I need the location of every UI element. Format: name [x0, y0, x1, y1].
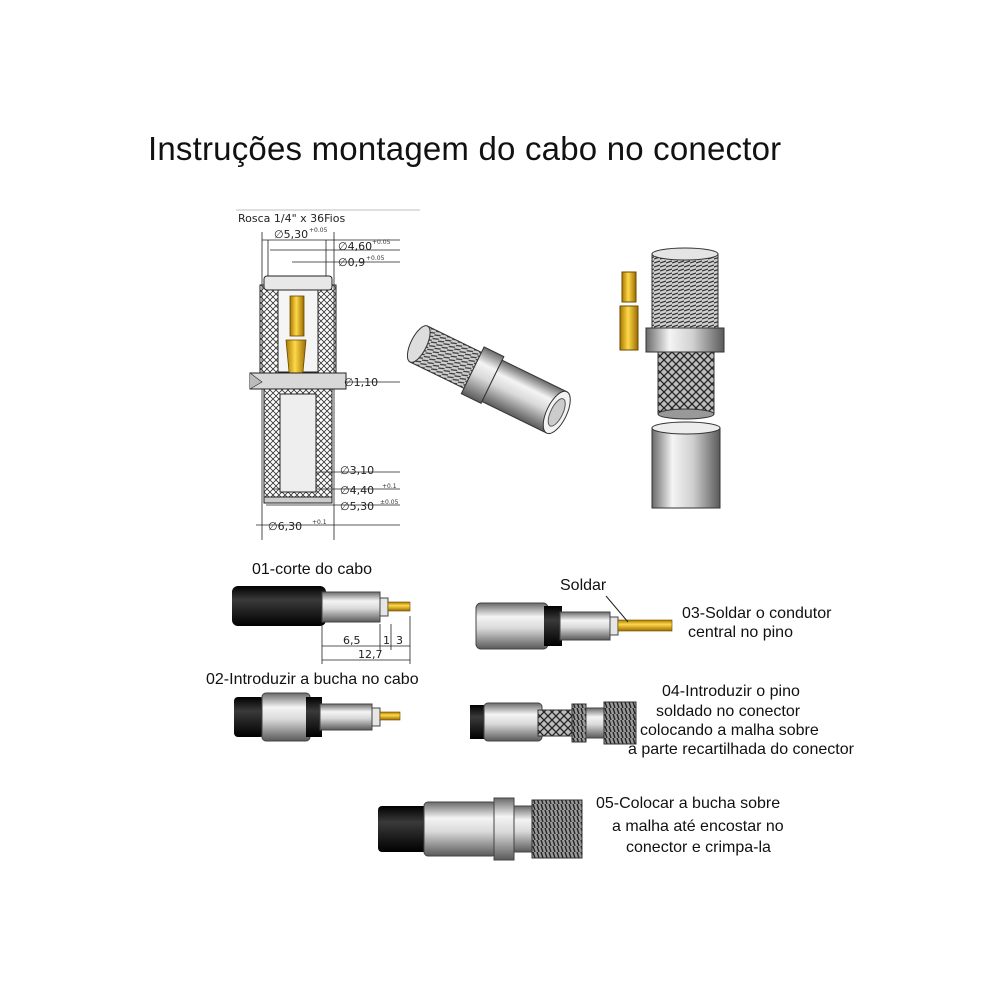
solder-label: Soldar [560, 577, 607, 594]
dim-d530: ∅5,30 [274, 228, 308, 241]
dim-d630-tol: +0.1 [312, 519, 327, 526]
dim-d110: ∅1,10 [344, 376, 378, 389]
step03-line1: 03-Soldar o condutor [682, 605, 832, 622]
step04-line2: soldado no conector [656, 703, 801, 720]
step02-label: 02-Introduzir a bucha no cabo [206, 671, 419, 688]
step03-illustration [475, 595, 673, 650]
step04-line1: 04-Introduzir o pino [662, 683, 800, 700]
step04-line3: colocando a malha sobre [640, 722, 819, 739]
step05-illustration [378, 797, 583, 861]
dim-d09-tol: +0.05 [366, 255, 385, 262]
dim-1: 1 [383, 634, 390, 647]
dim-d530-tol: +0.05 [309, 227, 328, 234]
exploded-view [619, 247, 725, 509]
step03-line2: central no pino [688, 624, 793, 641]
dim-6-5: 6,5 [343, 634, 361, 647]
step05-line2: a malha até encostar no [612, 818, 784, 835]
dim-d530b-tol: ±0.05 [380, 499, 399, 506]
dim-d440-tol: +0.1 [382, 483, 397, 490]
dim-3: 3 [396, 634, 403, 647]
dim-12-7: 12,7 [358, 648, 383, 661]
step01-illustration: 6,5 1 3 12,7 [232, 586, 411, 664]
dim-d460: ∅4,60 [338, 240, 372, 253]
step05-line1: 05-Colocar a bucha sobre [596, 795, 781, 812]
dim-d310: ∅3,10 [340, 464, 374, 477]
step04-line4: a parte recartilhada do conector [628, 741, 854, 758]
step05-line3: conector e crimpa-la [626, 839, 771, 856]
step04-illustration [470, 701, 637, 745]
technical-drawing: Rosca 1/4" x 36Fios ∅5 [236, 209, 420, 540]
dim-d440: ∅4,40 [340, 484, 374, 497]
thread-label: Rosca 1/4" x 36Fios [238, 212, 345, 225]
step02-illustration [234, 692, 401, 742]
page-title: Instruções montagem do cabo no conector [148, 130, 782, 167]
dim-d630: ∅6,30 [268, 520, 302, 533]
connector-3d-angled [406, 325, 571, 435]
dim-d530b: ∅5,30 [340, 500, 374, 513]
step01-label: 01-corte do cabo [252, 561, 373, 578]
dim-d460-tol: +0.05 [372, 239, 391, 246]
dim-d09: ∅0,9 [338, 256, 365, 269]
